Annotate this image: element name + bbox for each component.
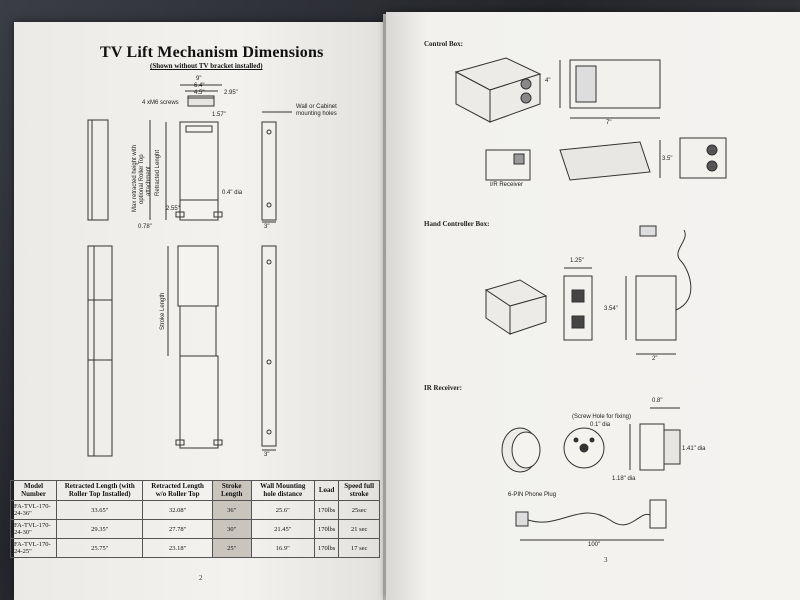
dim-width-9: 9" [196,76,202,82]
label-mounting-holes-2: mounting holes [296,111,337,117]
col-speed: Speed full stroke [338,479,380,502]
dim-side-3: 3" [264,224,270,230]
ir-receiver-side [639,423,665,471]
col-retracted-with: Retracted Length (with Roller Top Instal… [56,479,144,502]
dim-side-3b: 3" [264,452,270,458]
dim-hand-depth: 2" [652,356,658,362]
front-extended-upper [177,245,219,307]
hand-controller-side [635,275,677,341]
cell-load: 170lbs [313,538,340,559]
table-header-row: Model Number Retracted Length (with Roll… [9,479,380,502]
dim-width-64: 6.4" [194,83,205,89]
dim-hand-width: 1.25" [570,258,584,264]
dim-ir-141: 1.41" dia [682,446,706,452]
front-retracted [179,121,219,221]
col-retracted-without: Retracted Length w/o Roller Top [142,479,213,502]
cell-model: FA-TVL-170-24-25" [9,538,58,559]
table-row: FA-TVL-170-24-25" 25.75" 23.18" 25" 16.9… [9,538,380,559]
cell-retracted-without: 23.18" [142,538,213,559]
dim-control-length: 7" [606,120,612,126]
profile-left-retracted [87,119,109,221]
ir-cable [527,512,651,526]
label-screws: 4 xM6 screws [142,100,179,106]
phone-plug [515,511,529,527]
right-page [386,12,800,600]
profile-left-extended [87,245,113,457]
cell-stroke: 36" [211,500,252,521]
col-model: Model Number [9,479,58,502]
specs-table: Model Number Retracted Length (with Roll… [9,479,380,559]
dim-cable-length: 100" [588,542,601,548]
dim-control-depth: 3.5" [662,156,673,162]
dim-base-255: 2.55" [166,206,180,212]
dim-width-45: 4.5" [194,90,205,96]
hand-controller-cable [675,229,692,311]
cell-stroke: 25" [211,538,252,559]
control-box-front [679,137,727,179]
col-load: Load [313,479,340,502]
page-number-left: 2 [199,574,203,582]
label-ir-receiver-port: I/R Receiver [490,182,524,188]
dim-ir-118: 1.18" dia [612,476,636,482]
heading-ir-receiver: IR Receiver: [424,384,462,392]
label-phone-plug: 6-PIN Phone Plug [508,492,557,498]
control-box-top-view [559,141,651,181]
dim-base-078: 0.78" [138,224,152,230]
dim-offset-157: 1.57" [212,112,226,118]
dim-ir-depth: 0.8" [652,398,663,404]
heading-control-box: Control Box: [424,40,463,48]
col-wall-holes: Wall Mounting hole distance [250,479,315,502]
page-number-right: 3 [604,556,608,564]
profile-right-extended [261,245,277,447]
page-subtitle: (Shown without TV bracket installed) [150,62,263,70]
dim-side-295: 2.95" [224,90,238,96]
top-plate-shape [187,95,215,107]
front-extended-lower [179,355,219,449]
profile-right-retracted [261,121,277,221]
heading-hand-controller: Hand Controller Box: [424,220,490,228]
col-stroke: Stroke Length [211,479,252,502]
page-title: TV Lift Mechanism Dimensions [100,44,324,61]
label-mounting-holes-1: Wall or Cabinet [296,104,337,110]
dim-control-height: 4" [545,78,551,84]
hand-controller-front [563,275,593,341]
dim-hand-height: 3.54" [604,306,618,312]
dim-screw-dia: 0.1" dia [590,422,611,428]
dim-hole-dia: 0.4" dia [222,190,243,196]
cell-speed: 17 sec [338,538,380,559]
label-screw-hole: (Screw Hole for fixing) [572,414,632,420]
